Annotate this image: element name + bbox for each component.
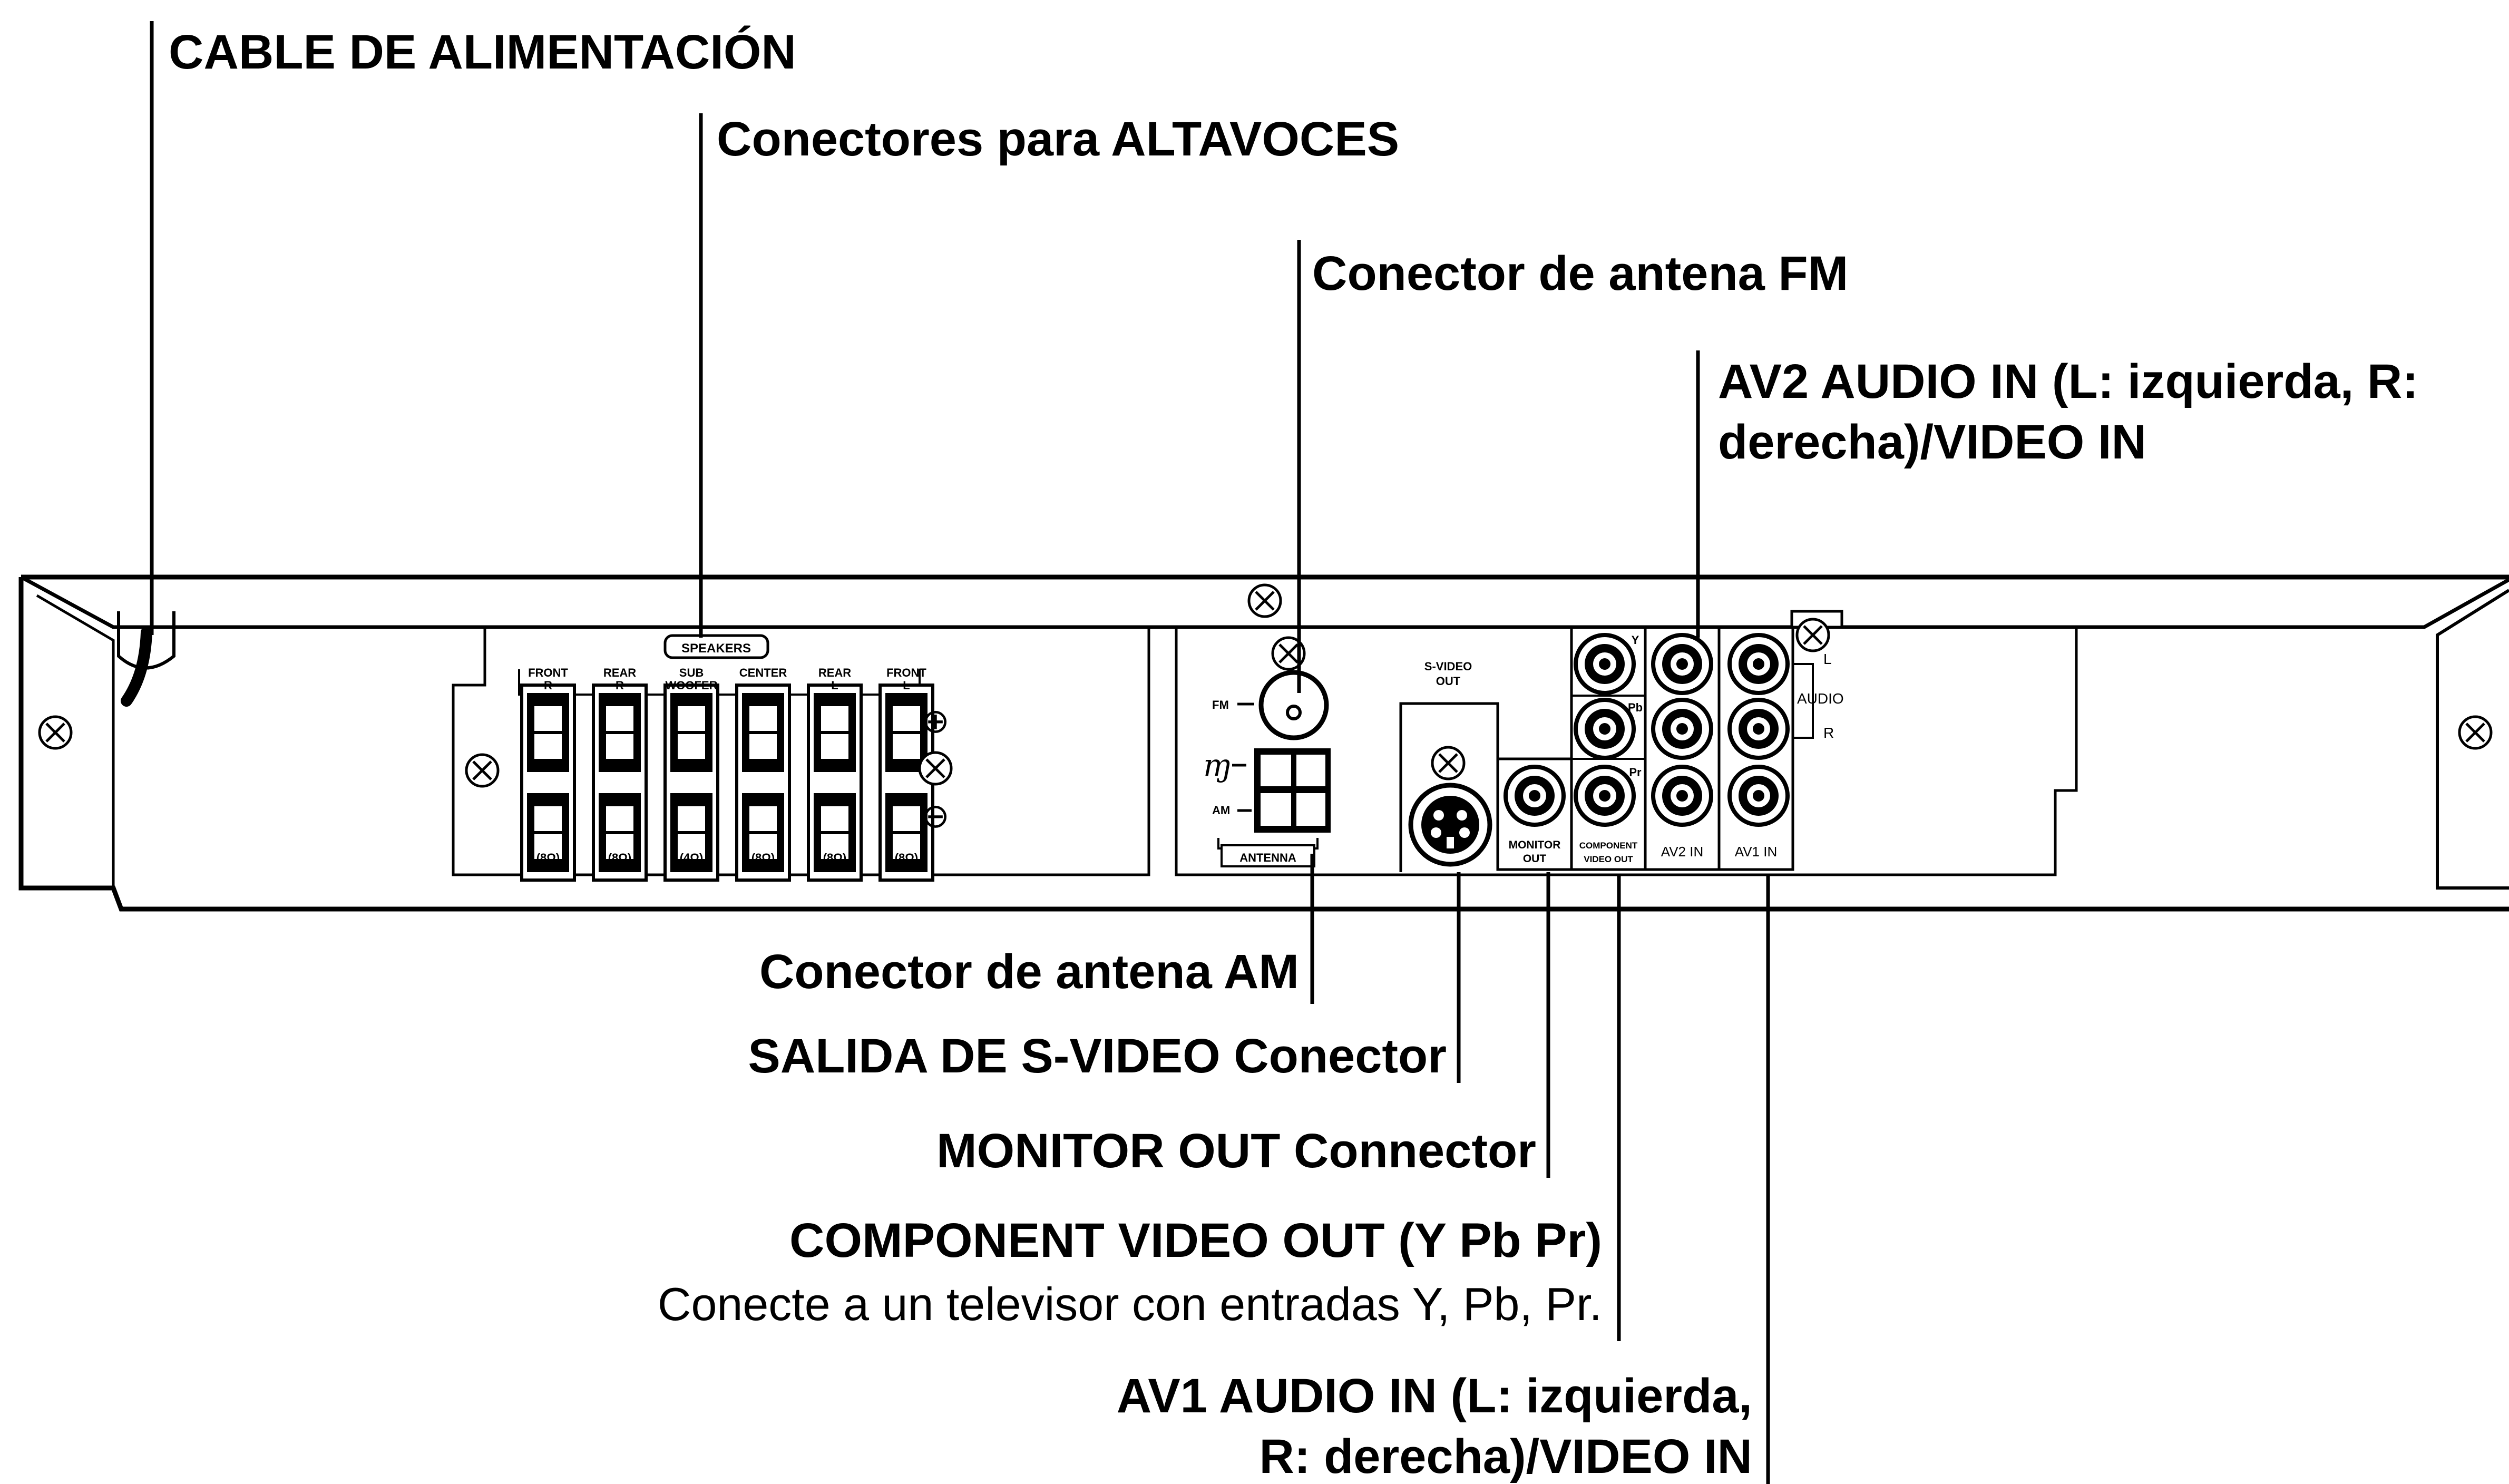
speaker-terminal-label: REAR (603, 666, 636, 679)
av1-label: AV1 IN (1735, 844, 1777, 860)
speaker-terminal-label: CENTER (739, 666, 787, 679)
av2-audio-r-jack[interactable] (1653, 767, 1711, 825)
ground-symbol: ɱ (1203, 747, 1232, 783)
speaker-impedance-label: (4Ω) (680, 851, 704, 864)
pb-label: Pb (1628, 701, 1643, 714)
speaker-terminal-sublabel: L (903, 679, 910, 692)
leader-lines (150, 21, 1770, 1484)
callout-av1-audio-2: R: derecha)/VIDEO IN (1259, 1430, 1752, 1483)
speaker-impedance-label: (8Ω) (823, 851, 847, 864)
monitor-label-2: OUT (1523, 853, 1547, 865)
av2-video-jack[interactable] (1653, 635, 1711, 693)
fm-label: FM (1212, 698, 1229, 711)
speakers-title-badge (663, 634, 769, 659)
monitor-label-1: MONITOR (1509, 839, 1561, 851)
speaker-terminal-label: REAR (818, 666, 851, 679)
svideo-label-1: S-VIDEO (1424, 660, 1472, 673)
l-label: L (1823, 651, 1832, 667)
component-pb-jack[interactable] (1576, 700, 1634, 758)
connector-panel: FM ɱ AM ANTENNA S-VIDEO OUT (1175, 610, 2078, 876)
speaker-terminal-label: FRONT (886, 666, 926, 679)
am-label: AM (1212, 804, 1230, 817)
plus-symbol: ⊕ (921, 702, 950, 741)
callout-am-antenna: Conector de antena AM (759, 945, 1299, 999)
antenna-title: ANTENNA (1239, 851, 1296, 864)
callout-monitor-out: MONITOR OUT Connector (936, 1124, 1536, 1178)
callout-component-desc: Conecte a un televisor con entradas Y, P… (658, 1278, 1602, 1330)
component-y-jack[interactable] (1576, 635, 1634, 693)
callout-component-out: COMPONENT VIDEO OUT (Y Pb Pr) (789, 1214, 1602, 1267)
svideo-label-2: OUT (1436, 675, 1461, 688)
speakers-title: SPEAKERS (681, 641, 751, 656)
callout-av2-audio-2: derecha)/VIDEO IN (1718, 415, 2146, 469)
minus-symbol: ⊖ (921, 797, 950, 836)
av1-audio-r-jack[interactable] (1730, 767, 1788, 825)
speaker-terminal-sublabel: WOOFER (666, 679, 718, 692)
r-label: R (1823, 725, 1834, 741)
component-label-2: VIDEO OUT (1584, 854, 1633, 864)
audio-label: AUDIO (1797, 690, 1844, 707)
monitor-out-jack[interactable] (1506, 767, 1564, 825)
unit-chassis (18, 574, 2509, 912)
component-pr-jack[interactable] (1576, 767, 1634, 825)
av2-audio-l-jack[interactable] (1653, 700, 1711, 758)
speaker-impedance-label: (8Ω) (608, 851, 632, 864)
callout-av1-audio-1: AV1 AUDIO IN (L: izquierda, (1117, 1369, 1752, 1423)
speaker-terminal-sublabel: R (616, 679, 624, 692)
speaker-impedance-label: (8Ω) (751, 851, 775, 864)
callout-fm-antenna: Conector de antena FM (1312, 247, 1848, 300)
callout-av2-audio-1: AV2 AUDIO IN (L: izquierda, R: (1718, 355, 2418, 408)
speaker-terminal-label: FRONT (528, 666, 568, 679)
pr-label: Pr (1629, 766, 1642, 779)
callout-svideo-out: SALIDA DE S-VIDEO Conector (748, 1029, 1447, 1083)
speaker-terminal-sublabel: R (544, 679, 552, 692)
speaker-impedance-label: (8Ω) (895, 851, 919, 864)
speaker-terminal-sublabel: L (831, 679, 838, 692)
y-label: Y (1632, 633, 1639, 647)
component-label-1: COMPONENT (1579, 841, 1638, 851)
av1-audio-l-jack[interactable] (1730, 700, 1788, 758)
av1-video-jack[interactable] (1730, 635, 1788, 693)
callout-power-cable: CABLE DE ALIMENTACIÓN (169, 25, 796, 79)
callout-speaker-connectors: Conectores para ALTAVOCES (717, 112, 1399, 166)
speaker-terminal-label: SUB (679, 666, 704, 679)
speaker-impedance-label: (8Ω) (536, 851, 560, 864)
speaker-terminal[interactable]: CENTER (8Ω) (737, 666, 789, 880)
av2-label: AV2 IN (1661, 844, 1703, 860)
speaker-terminal-block: SPEAKERS FRONTR(8Ω)REARR(8Ω)SUBWOOFER(4Ω… (452, 627, 1150, 880)
